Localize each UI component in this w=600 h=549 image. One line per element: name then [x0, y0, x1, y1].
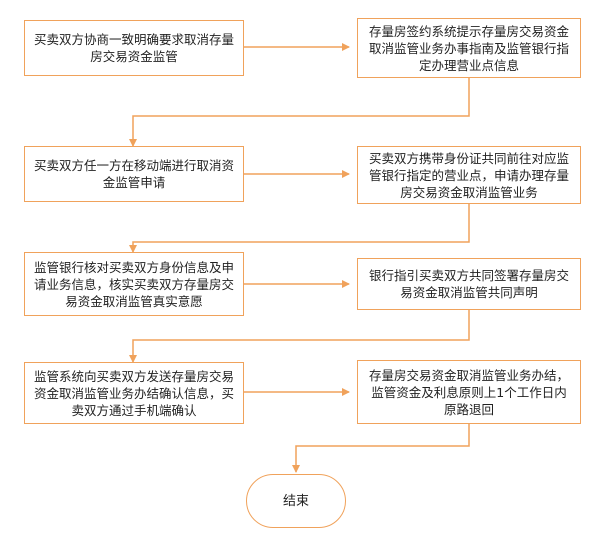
step-node-4: 买卖双方携带身份证共同前往对应监管银行指定的营业点，申请办理存量房交易资金取消监…: [357, 146, 581, 204]
step-node-6: 银行指引买卖双方共同签署存量房交易资金取消监管共同声明: [357, 258, 581, 310]
step-node-3-label: 买卖双方任一方在移动端进行取消资金监管申请: [33, 158, 234, 190]
step-node-5-label: 监管银行核对买卖双方身份信息及申请业务信息，核实买卖双方存量房交易资金取消监管真…: [33, 259, 234, 309]
step-node-8-label: 存量房交易资金取消监管业务办结，监管资金及利息原则上1个工作日内原路退回: [368, 367, 569, 417]
arrow-n4-n5: [129, 204, 470, 253]
arrow-n6-n7: [129, 310, 470, 363]
step-node-1-label: 买卖双方协商一致明确要求取消存量房交易资金监管: [33, 32, 234, 64]
step-node-8: 存量房交易资金取消监管业务办结，监管资金及利息原则上1个工作日内原路退回: [357, 360, 581, 424]
step-node-2-label: 存量房签约系统提示存量房交易资金取消监管业务办事指南及监管银行指定办理营业点信息: [368, 23, 569, 73]
step-node-6-label: 银行指引买卖双方共同签署存量房交易资金取消监管共同声明: [368, 268, 569, 300]
arrow-n8-end: [292, 424, 470, 473]
step-node-5: 监管银行核对买卖双方身份信息及申请业务信息，核实买卖双方存量房交易资金取消监管真…: [24, 252, 244, 316]
step-node-7: 监管系统向买卖双方发送存量房交易资金取消监管业务办结确认信息，买卖双方通过手机端…: [24, 362, 244, 424]
arrow-n2-n3: [129, 78, 470, 147]
step-node-7-label: 监管系统向买卖双方发送存量房交易资金取消监管业务办结确认信息，买卖双方通过手机端…: [33, 368, 234, 418]
step-node-3: 买卖双方任一方在移动端进行取消资金监管申请: [24, 146, 244, 202]
end-node: 结束: [246, 474, 346, 528]
step-node-2: 存量房签约系统提示存量房交易资金取消监管业务办事指南及监管银行指定办理营业点信息: [357, 18, 581, 78]
step-node-4-label: 买卖双方携带身份证共同前往对应监管银行指定的营业点，申请办理存量房交易资金取消监…: [368, 150, 569, 200]
end-node-label: 结束: [282, 493, 309, 509]
step-node-1: 买卖双方协商一致明确要求取消存量房交易资金监管: [24, 20, 244, 76]
